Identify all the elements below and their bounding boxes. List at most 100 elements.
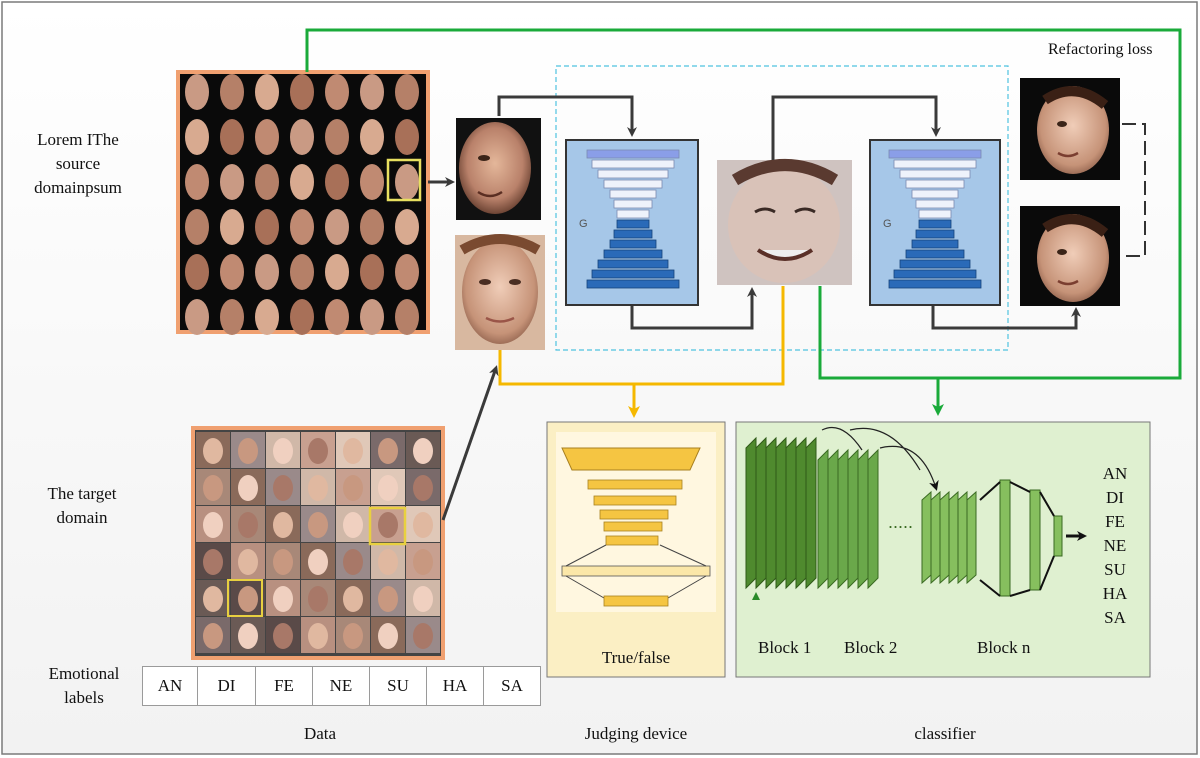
arrow-target-to-crop — [441, 365, 499, 521]
classifier-layer — [930, 490, 941, 585]
dark-arrows — [428, 95, 1081, 521]
generator-layer — [911, 189, 959, 199]
source-face — [290, 254, 314, 290]
generator-layer — [899, 169, 971, 179]
generator-layer — [918, 219, 952, 229]
target-face — [273, 623, 293, 649]
source-face — [220, 254, 244, 290]
target-selected-highlight — [368, 506, 407, 546]
arrow-gen1-to-face — [630, 287, 757, 330]
target-face — [273, 475, 293, 501]
target-domain-label: The target domain — [47, 484, 117, 527]
source-face — [360, 74, 384, 110]
classifier-caption: classifier — [914, 724, 976, 743]
source-face — [395, 74, 419, 110]
classifier-layer — [966, 490, 977, 585]
target-face — [238, 586, 258, 612]
target-face — [378, 512, 398, 538]
classifier-layer — [817, 448, 829, 590]
classifier-layer — [805, 436, 817, 590]
target-face — [238, 549, 258, 575]
judge-layer — [603, 521, 663, 532]
target-face — [308, 438, 328, 464]
source-face — [220, 299, 244, 335]
target-face — [273, 586, 293, 612]
classifier-layer — [795, 436, 807, 590]
arrow-face-to-gen2 — [771, 95, 941, 160]
target-face — [343, 438, 363, 464]
generator-layer — [603, 179, 663, 189]
generator-layer — [616, 219, 650, 229]
generator-layer — [888, 279, 982, 289]
target-face — [343, 549, 363, 575]
classifier-layer — [948, 490, 959, 585]
target-face — [203, 586, 223, 612]
source-face — [325, 299, 349, 335]
classifier-fc — [1029, 489, 1041, 591]
judging-caption: Judging device — [584, 724, 688, 743]
classifier-output: HA — [1102, 584, 1128, 603]
source-face — [255, 74, 279, 110]
target-face — [308, 623, 328, 649]
classifier-output: FE — [1105, 512, 1125, 531]
target-face — [308, 586, 328, 612]
reconstructed-face-1 — [1020, 78, 1120, 180]
target-face — [308, 512, 328, 538]
classifier-layer — [837, 448, 849, 590]
green-line-loop — [305, 28, 1182, 380]
judge-layer — [561, 565, 711, 577]
judging-device-box — [546, 421, 726, 678]
yellow-line — [498, 286, 785, 386]
generator-layer — [609, 189, 657, 199]
target-face — [273, 512, 293, 538]
classifier-layer — [765, 436, 777, 590]
classifier-layer — [745, 436, 757, 590]
generator-layer — [591, 269, 675, 279]
classifier-layer — [921, 490, 932, 585]
source-face — [255, 164, 279, 200]
target-face — [413, 549, 433, 575]
judge-connector — [565, 575, 707, 599]
source-face — [255, 254, 279, 290]
generated-face — [717, 159, 852, 285]
source-domain-label: Lorem IThe source domainpsum — [34, 130, 122, 197]
source-face — [255, 209, 279, 245]
true-false-label: True/false — [601, 648, 671, 667]
classifier-layer — [847, 448, 859, 590]
classifier-output: DI — [1106, 488, 1124, 507]
emotion-cell: NE — [312, 666, 370, 706]
source-face — [325, 164, 349, 200]
classifier-marker — [752, 592, 760, 600]
generator-layer — [915, 229, 955, 239]
generator-layer — [899, 259, 971, 269]
source-face — [185, 164, 209, 200]
target-face — [378, 549, 398, 575]
source-face — [325, 74, 349, 110]
source-face — [360, 299, 384, 335]
emotion-cell: SA — [483, 666, 541, 706]
classifier-fc — [999, 479, 1011, 597]
blockn-label: Block n — [977, 638, 1031, 657]
source-face — [220, 164, 244, 200]
source-face — [325, 209, 349, 245]
target-face — [203, 475, 223, 501]
refactoring-loss-label: Refactoring loss — [1048, 41, 1153, 58]
block1-label: Block 1 — [758, 638, 812, 657]
target-face — [308, 475, 328, 501]
target-face — [378, 438, 398, 464]
source-face — [395, 209, 419, 245]
classifier-box: ..... — [735, 421, 1151, 678]
classifier-layer — [867, 448, 879, 590]
target-face — [378, 475, 398, 501]
judge-layer — [605, 535, 659, 546]
source-face — [360, 254, 384, 290]
generator-layer — [915, 199, 955, 209]
judge-connector — [565, 544, 707, 567]
classifier-layer — [785, 436, 797, 590]
classifier-layer — [775, 436, 787, 590]
generator-layer — [905, 179, 965, 189]
source-face — [360, 164, 384, 200]
target-face — [308, 549, 328, 575]
generator-layer — [597, 169, 669, 179]
target-domain-image — [191, 426, 445, 660]
